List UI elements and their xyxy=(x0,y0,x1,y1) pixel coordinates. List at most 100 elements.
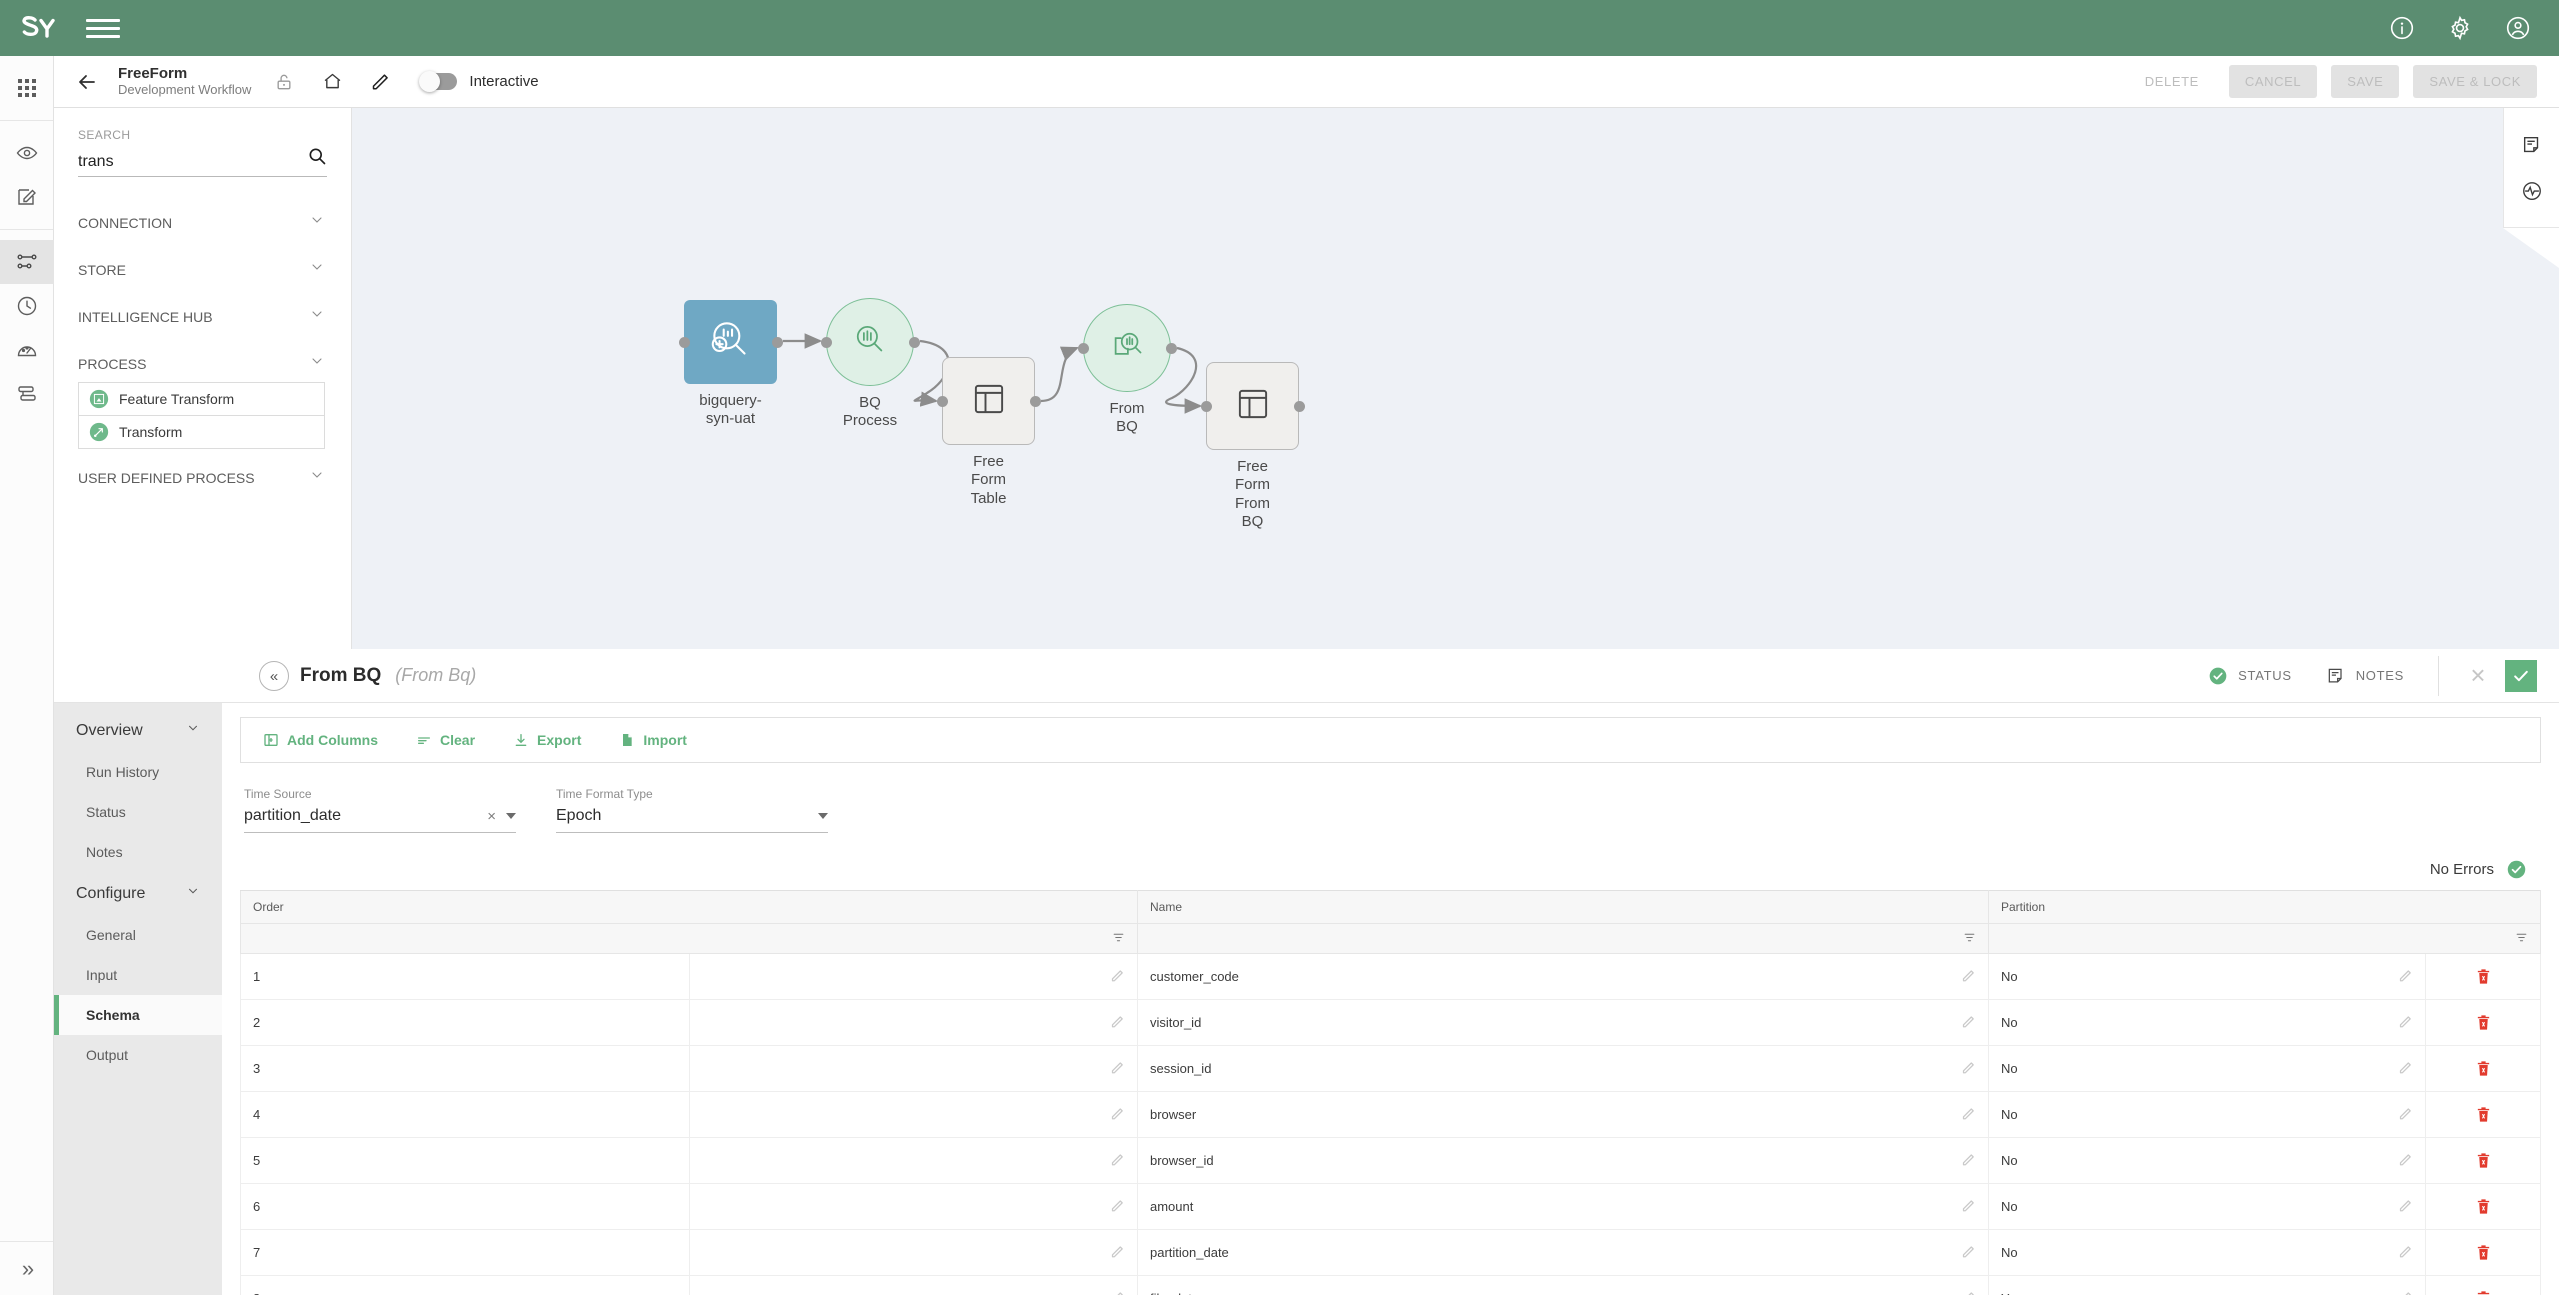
edit-order-icon[interactable] xyxy=(688,1183,1138,1230)
search-input[interactable] xyxy=(78,153,307,171)
clock-history-icon[interactable] xyxy=(7,284,47,328)
back-arrow-icon[interactable] xyxy=(70,65,104,99)
panel-nav-group-configure[interactable]: Configure xyxy=(54,872,222,915)
filter-cell-name[interactable] xyxy=(1137,923,1989,954)
panel-nav-status[interactable]: Status xyxy=(86,804,126,820)
palette-item-feature-transform[interactable]: Feature Transform xyxy=(78,382,325,416)
panel-nav-general[interactable]: General xyxy=(86,927,136,943)
edit-partition-icon[interactable] xyxy=(2398,1014,2413,1032)
add-columns-button[interactable]: Add Columns xyxy=(263,732,378,748)
filter-icon[interactable] xyxy=(1963,931,1976,947)
panel-nav-schema[interactable]: Schema xyxy=(54,995,222,1035)
edit-partition-icon[interactable] xyxy=(2398,968,2413,986)
toggle-track[interactable] xyxy=(419,71,458,92)
edit-order-icon[interactable] xyxy=(688,999,1138,1046)
save-and-lock-button[interactable]: SAVE & LOCK xyxy=(2413,65,2537,98)
filter-icon[interactable] xyxy=(2515,931,2528,947)
edit-order-icon[interactable] xyxy=(688,1275,1138,1295)
edit-partition-icon[interactable] xyxy=(2398,1106,2413,1124)
cancel-button[interactable]: CANCEL xyxy=(2228,65,2318,98)
hamburger-icon[interactable] xyxy=(86,11,120,45)
table-row[interactable]: 8file_dateYes xyxy=(240,1275,2541,1295)
node-port-in[interactable] xyxy=(936,395,948,407)
chevron-down-icon[interactable] xyxy=(506,813,516,819)
sidebar-section-intelligence-hub[interactable]: INTELLIGENCE HUB xyxy=(54,293,351,340)
delete-row-button[interactable] xyxy=(2425,1045,2541,1092)
edit-partition-icon[interactable] xyxy=(2398,1244,2413,1262)
close-icon[interactable]: × xyxy=(2470,660,2486,690)
node-port-in[interactable] xyxy=(678,336,690,348)
node-port-out[interactable] xyxy=(1029,395,1041,407)
sidebar-section-user-defined-process[interactable]: USER DEFINED PROCESS xyxy=(54,449,351,501)
edit-order-icon[interactable] xyxy=(688,1229,1138,1276)
edit-name-icon[interactable] xyxy=(1961,1014,1976,1032)
node-port-out[interactable] xyxy=(1165,342,1177,354)
edit-order-icon[interactable] xyxy=(688,953,1138,1000)
sidebar-section-process[interactable]: PROCESS xyxy=(54,340,351,382)
edit-name-icon[interactable] xyxy=(1961,1290,1976,1295)
node-port-in[interactable] xyxy=(1200,400,1212,412)
save-button[interactable]: SAVE xyxy=(2331,65,2400,98)
node-bigquery-syn-uat[interactable]: bigquery- syn-uat xyxy=(678,300,783,427)
pencil-icon[interactable] xyxy=(365,67,395,97)
import-button[interactable]: Import xyxy=(619,732,687,748)
delete-row-button[interactable] xyxy=(2425,1137,2541,1184)
panel-nav-output[interactable]: Output xyxy=(86,1047,129,1063)
clear-button[interactable]: Clear xyxy=(416,732,475,748)
filter-cell-order[interactable] xyxy=(240,923,1138,954)
node-port-out[interactable] xyxy=(908,336,920,348)
palette-item-transform[interactable]: Transform xyxy=(78,416,325,449)
gauge-monitor-icon[interactable] xyxy=(7,328,47,372)
gear-icon[interactable] xyxy=(2445,13,2475,43)
delete-row-button[interactable] xyxy=(2425,999,2541,1046)
node-free-form-from-bq[interactable]: Free Form From BQ xyxy=(1200,362,1305,530)
edit-partition-icon[interactable] xyxy=(2398,1060,2413,1078)
sidebar-section-connection[interactable]: CONNECTION xyxy=(54,199,351,246)
unlock-icon[interactable] xyxy=(269,67,299,97)
delete-row-button[interactable] xyxy=(2425,1183,2541,1230)
time-format-input[interactable]: Epoch xyxy=(556,801,828,833)
sy-logo[interactable] xyxy=(18,11,60,45)
layers-stack-icon[interactable] xyxy=(7,372,47,416)
pulse-activity-icon[interactable] xyxy=(2517,176,2547,206)
workflow-icon[interactable] xyxy=(0,240,54,284)
delete-row-button[interactable] xyxy=(2425,1275,2541,1295)
edit-name-icon[interactable] xyxy=(1961,1198,1976,1216)
filter-icon[interactable] xyxy=(1112,931,1125,947)
panel-nav-notes[interactable]: Notes xyxy=(86,844,123,860)
collapse-left-icon[interactable]: « xyxy=(259,661,289,691)
search-icon[interactable] xyxy=(307,146,327,171)
delete-row-button[interactable] xyxy=(2425,953,2541,1000)
info-icon[interactable] xyxy=(2387,13,2417,43)
status-button[interactable]: STATUS xyxy=(2208,666,2292,686)
edit-order-icon[interactable] xyxy=(688,1045,1138,1092)
panel-nav-input[interactable]: Input xyxy=(86,967,118,983)
edit-name-icon[interactable] xyxy=(1961,1244,1976,1262)
account-icon[interactable] xyxy=(2503,13,2533,43)
confirm-check-icon[interactable] xyxy=(2505,659,2537,692)
node-free-form-table[interactable]: Free Form Table xyxy=(936,357,1041,507)
export-button[interactable]: Export xyxy=(513,732,581,748)
column-header-name[interactable]: Name xyxy=(1137,890,1989,924)
interactive-toggle[interactable]: Interactive xyxy=(419,71,539,92)
time-source-input[interactable]: partition_date × xyxy=(244,801,516,833)
node-port-in[interactable] xyxy=(1077,342,1089,354)
node-port-out[interactable] xyxy=(771,336,783,348)
edit-name-icon[interactable] xyxy=(1961,1152,1976,1170)
edit-partition-icon[interactable] xyxy=(2398,1290,2413,1295)
edit-name-icon[interactable] xyxy=(1961,1106,1976,1124)
node-port-out[interactable] xyxy=(1293,400,1305,412)
panel-nav-run-history[interactable]: Run History xyxy=(86,764,160,780)
node-port-in[interactable] xyxy=(820,336,832,348)
home-icon[interactable] xyxy=(317,67,347,97)
edit-name-icon[interactable] xyxy=(1961,968,1976,986)
expand-rail-button[interactable]: » xyxy=(0,1241,53,1295)
edit-note-icon[interactable] xyxy=(7,175,47,219)
clear-x-icon[interactable]: × xyxy=(487,807,496,825)
